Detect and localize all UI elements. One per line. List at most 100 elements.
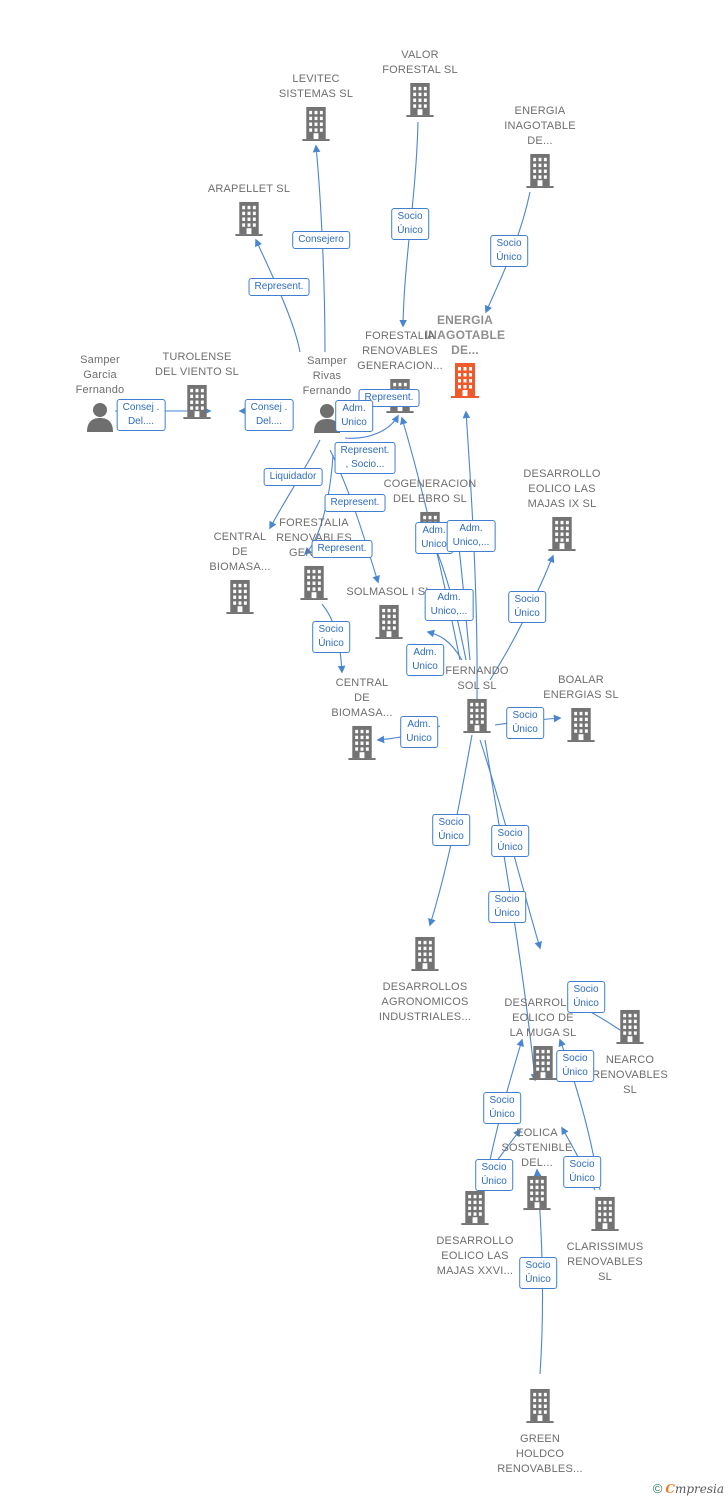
edge-label[interactable]: Represent., Socio... [334,442,396,474]
edge-label[interactable]: Adm.Unico,... [424,589,474,621]
focus-building-icon [449,362,481,403]
node-label-line: RENOVABLES [592,1069,668,1081]
edge-label[interactable]: Represent. [324,494,386,512]
node-label-line: FORESTALIA [279,517,349,529]
node-label-line: FERNANDO [445,665,509,677]
edge-label[interactable]: Adm.Unico [400,716,438,748]
building-icon [374,604,404,644]
node-label-line: MAJAS IX SL [527,498,597,510]
node-solmasol[interactable]: SOLMASOL I SL [324,585,454,644]
edge-label[interactable]: Consejero [292,231,350,249]
node-label-line: LEVITEC [292,73,340,85]
node-label: ARAPELLET SL [184,182,314,197]
node-label-line: AGRONOMICOS [381,996,469,1008]
node-label-line: DESARROLLO [523,468,601,480]
node-arapellet[interactable]: ARAPELLET SL [184,182,314,241]
node-label-line: NEARCO [605,1054,655,1066]
edge-label-line: Socio [318,624,344,635]
edge-label[interactable]: Adm.Unico [415,522,453,554]
edge-label-line: Socio [494,894,520,905]
edge-label-line: Socio [489,1095,515,1106]
node-label-line: SL [598,1271,612,1283]
edge-label[interactable]: Represent. [311,540,373,558]
edge-label-line: Unico [421,539,447,550]
building-icon [182,384,212,424]
node-label-line: VALOR [401,49,439,61]
edge-label[interactable]: Represent. [358,389,420,407]
edge-label[interactable]: Adm.Unico [335,400,373,432]
edge-label-line: Socio [397,211,423,222]
edge-label-line: Socio [525,1260,551,1271]
node-label-line: FORESTALIA [365,330,435,342]
node-label-line: TUROLENSE [162,351,232,363]
edge-label-line: Represent. [364,392,414,403]
node-label-line: DEL... [521,1157,553,1169]
edge-label-line: Represent. [330,497,380,508]
edge-label[interactable]: Consej .Del.... [116,399,166,431]
edge-label[interactable]: Liquidador [263,468,323,486]
node-label-line: RENOVABLES... [497,1463,583,1475]
edge-label[interactable]: Consej . Del.... [244,399,294,431]
node-label-line: DE [232,546,248,558]
empresia-logo: Cmpresia [665,1482,724,1496]
empresia-watermark[interactable]: ©Cmpresia [653,1481,724,1496]
edge-label[interactable]: Adm.Unico,... [446,520,496,552]
edge-label-line: Socio [573,984,599,995]
edge-label-line: Consej . [250,402,288,413]
edge-label-line: Adm. [413,647,437,658]
edge-label-line: Consejero [298,234,344,245]
edge-label[interactable]: Represent. [248,278,310,296]
edge-label-line: Socio [569,1159,595,1170]
edge-label-line: Unico [341,417,367,428]
node-label: SOLMASOL I SL [324,585,454,600]
edge-label-line: Represent. [254,281,304,292]
edge-label-line: Del.... [255,416,283,427]
node-label-line: Fernando [302,385,352,397]
edge-label[interactable]: Adm.Unico [406,644,444,676]
edge-label-line: Socio [438,817,464,828]
edge-label-line: Socio [497,828,523,839]
building-icon [462,698,492,738]
